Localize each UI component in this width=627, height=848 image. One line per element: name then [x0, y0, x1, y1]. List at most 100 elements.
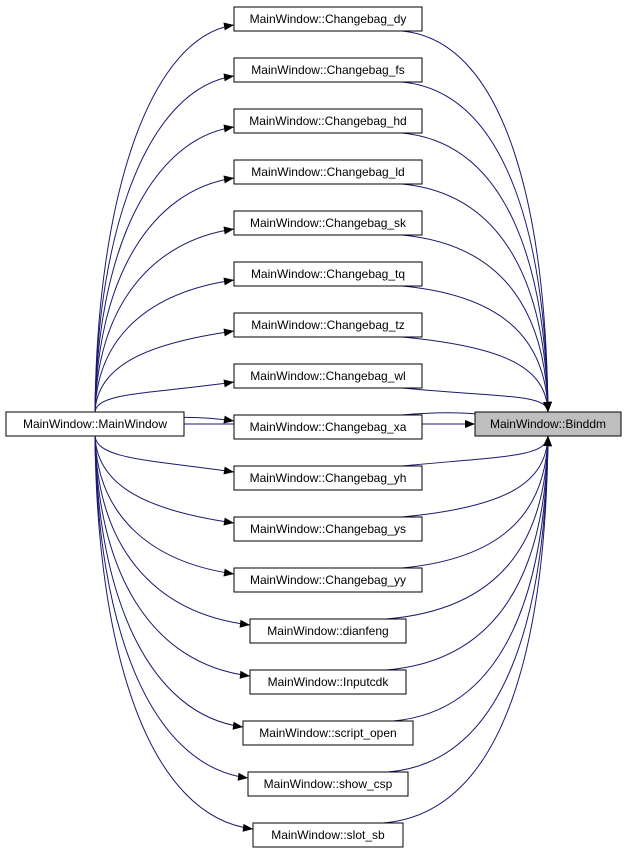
- node-dianfeng-box: [249, 618, 407, 644]
- node-changebag-ys[interactable]: MainWindow::Changebag_ys: [233, 516, 423, 542]
- edge-mainwindow-to-changebag-tq-line: [94, 279, 235, 413]
- node-inputcdk[interactable]: MainWindow::Inputcdk: [249, 669, 407, 695]
- node-script-open-label: MainWindow::script_open: [259, 726, 396, 740]
- node-slot-sb[interactable]: MainWindow::slot_sb: [252, 822, 404, 848]
- node-changebag-yh-label: MainWindow::Changebag_yh: [250, 471, 407, 485]
- edge-mainwindow-to-show-csp: [94, 435, 249, 779]
- edge-changebag-ys-to-binddm: [401, 435, 549, 518]
- node-slot-sb-label: MainWindow::slot_sb: [271, 828, 385, 842]
- edge-inputcdk-to-binddm: [385, 435, 549, 671]
- node-changebag-dy-box: [233, 6, 423, 32]
- node-changebag-dy[interactable]: MainWindow::Changebag_dy: [233, 6, 423, 32]
- node-changebag-ld[interactable]: MainWindow::Changebag_ld: [233, 159, 423, 185]
- edge-changebag-sk-to-binddm: [401, 234, 549, 413]
- node-changebag-tq-label: MainWindow::Changebag_tq: [251, 267, 405, 281]
- edge-changebag-dy-to-binddm: [401, 30, 549, 413]
- node-changebag-ys-label: MainWindow::Changebag_ys: [250, 522, 406, 536]
- edge-changebag-yh-to-binddm-line: [401, 435, 549, 467]
- edge-mainwindow-to-dianfeng: [94, 435, 251, 626]
- edge-mainwindow-to-inputcdk-line: [94, 435, 251, 677]
- node-mainwindow-constructor-label: MainWindow::MainWindow: [23, 417, 167, 431]
- edge-mainwindow-to-changebag-yh: [94, 435, 235, 473]
- edge-mainwindow-to-changebag-dy-arrowhead: [223, 22, 234, 31]
- node-show-csp-label: MainWindow::show_csp: [264, 777, 393, 791]
- node-script-open[interactable]: MainWindow::script_open: [242, 720, 414, 746]
- edge-mainwindow-to-changebag-fs-arrowhead: [223, 73, 234, 82]
- edge-changebag-sk-to-binddm-line: [401, 234, 549, 413]
- edge-mainwindow-to-changebag-fs: [94, 75, 235, 413]
- edge-changebag-hd-to-binddm-line: [401, 132, 549, 413]
- edge-mainwindow-to-changebag-tz: [94, 330, 235, 413]
- node-changebag-sk[interactable]: MainWindow::Changebag_sk: [233, 210, 423, 236]
- edge-mainwindow-to-changebag-hd-arrowhead: [223, 124, 234, 133]
- edge-mainwindow-to-changebag-ys-arrowhead: [223, 517, 234, 526]
- node-dianfeng-label: MainWindow::dianfeng: [267, 624, 388, 638]
- node-mainwindow-constructor[interactable]: MainWindow::MainWindow: [5, 411, 185, 437]
- node-changebag-ld-label: MainWindow::Changebag_ld: [251, 165, 404, 179]
- node-binddm[interactable]: MainWindow::Binddm: [474, 411, 622, 437]
- node-changebag-yy[interactable]: MainWindow::Changebag_yy: [233, 567, 423, 593]
- edge-mainwindow-to-changebag-ys: [94, 435, 235, 524]
- node-changebag-sk-label: MainWindow::Changebag_sk: [250, 216, 407, 230]
- edge-mainwindow-to-dianfeng-arrowhead: [239, 619, 250, 628]
- edge-mainwindow-to-changebag-ys-line: [94, 435, 235, 524]
- edge-show-csp-to-binddm-line: [387, 435, 549, 773]
- node-changebag-fs-box: [233, 57, 423, 83]
- node-show-csp-box: [247, 771, 409, 797]
- node-mainwindow-constructor-box: [5, 411, 185, 437]
- node-changebag-wl-label: MainWindow::Changebag_wl: [250, 369, 405, 383]
- edge-mainwindow-to-changebag-dy-line: [94, 24, 235, 413]
- node-changebag-tq[interactable]: MainWindow::Changebag_tq: [233, 261, 423, 287]
- edge-mainwindow-to-changebag-wl-line: [94, 381, 235, 413]
- node-changebag-tq-box: [233, 261, 423, 287]
- edge-mainwindow-to-changebag-sk-arrowhead: [223, 226, 234, 235]
- node-binddm-label: MainWindow::Binddm: [490, 417, 606, 431]
- edge-mainwindow-to-changebag-yy-arrowhead: [223, 568, 234, 577]
- edge-mainwindow-to-changebag-tz-arrowhead: [223, 328, 234, 337]
- edge-mainwindow-to-changebag-xa-arrowhead: [223, 415, 234, 424]
- node-changebag-yh[interactable]: MainWindow::Changebag_yh: [233, 465, 423, 491]
- edge-mainwindow-to-script-open-line: [94, 435, 244, 728]
- edge-mainwindow-to-slot-sb: [94, 435, 254, 830]
- edge-mainwindow-to-slot-sb-arrowhead: [242, 823, 253, 832]
- edge-mainwindow-to-changebag-tq-arrowhead: [223, 277, 234, 286]
- node-changebag-hd[interactable]: MainWindow::Changebag_hd: [233, 108, 423, 134]
- edge-dianfeng-to-binddm-line: [385, 435, 549, 620]
- edge-mainwindow-to-dianfeng-line: [94, 435, 251, 626]
- edge-changebag-wl-to-binddm: [401, 387, 549, 413]
- edge-mainwindow-to-slot-sb-line: [94, 435, 254, 830]
- node-changebag-yh-box: [233, 465, 423, 491]
- node-changebag-yy-box: [233, 567, 423, 593]
- node-dianfeng[interactable]: MainWindow::dianfeng: [249, 618, 407, 644]
- edge-slot-sb-to-binddm-arrowhead: [543, 436, 552, 446]
- node-show-csp[interactable]: MainWindow::show_csp: [247, 771, 409, 797]
- edge-changebag-tq-to-binddm-line: [401, 285, 549, 413]
- node-changebag-ld-box: [233, 159, 423, 185]
- node-changebag-wl[interactable]: MainWindow::Changebag_wl: [233, 363, 423, 389]
- edge-mainwindow-to-script-open-arrowhead: [232, 721, 243, 730]
- edge-mainwindow-to-changebag-wl: [94, 381, 235, 413]
- node-changebag-xa[interactable]: MainWindow::Changebag_xa: [233, 414, 423, 440]
- node-changebag-wl-box: [233, 363, 423, 389]
- edge-mainwindow-to-show-csp-arrowhead: [237, 772, 248, 781]
- node-inputcdk-box: [249, 669, 407, 695]
- edges: [94, 22, 552, 832]
- edge-mainwindow-to-changebag-ld-arrowhead: [223, 175, 234, 184]
- edge-changebag-ld-to-binddm: [401, 183, 549, 413]
- node-changebag-tz-label: MainWindow::Changebag_tz: [251, 318, 404, 332]
- edge-mainwindow-to-script-open: [94, 435, 244, 728]
- edge-mainwindow-to-changebag-fs-line: [94, 75, 235, 413]
- node-changebag-tz[interactable]: MainWindow::Changebag_tz: [233, 312, 423, 338]
- edge-mainwindow-to-changebag-sk: [94, 228, 235, 413]
- edge-changebag-tz-to-binddm: [401, 336, 549, 413]
- edge-changebag-wl-to-binddm-line: [401, 387, 549, 413]
- node-changebag-hd-label: MainWindow::Changebag_hd: [249, 114, 406, 128]
- edge-mainwindow-to-changebag-hd: [94, 126, 235, 413]
- node-changebag-fs[interactable]: MainWindow::Changebag_fs: [233, 57, 423, 83]
- node-slot-sb-box: [252, 822, 404, 848]
- node-binddm-box: [474, 411, 622, 437]
- edge-changebag-hd-to-binddm: [401, 132, 549, 413]
- node-changebag-sk-box: [233, 210, 423, 236]
- edge-show-csp-to-binddm: [387, 435, 549, 773]
